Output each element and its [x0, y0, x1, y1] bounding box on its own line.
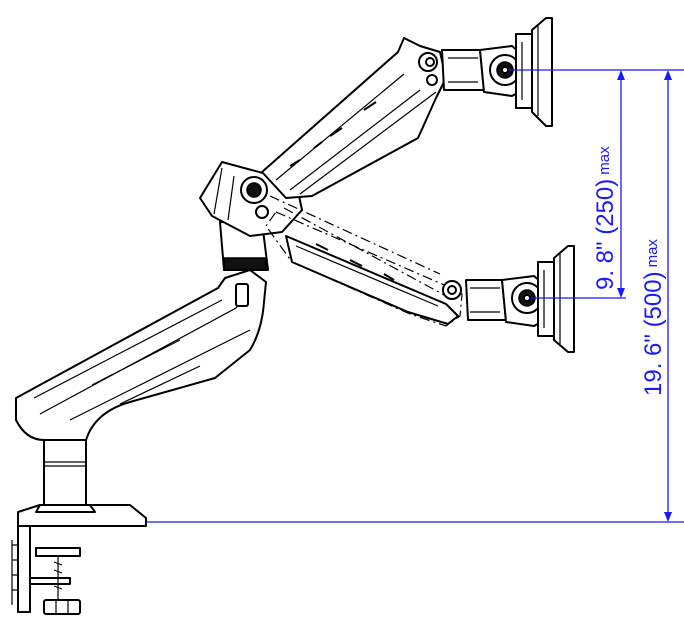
upper-arm-lowered	[265, 195, 463, 327]
lower-arm	[15, 269, 267, 441]
desk-clamp	[11, 504, 147, 615]
dimension-lines	[146, 69, 684, 523]
height-dimension-label: 19. 6" (500)max	[640, 239, 667, 396]
tilt-head-lower	[465, 245, 575, 353]
support-post	[35, 439, 96, 513]
offset-dimension-label: 9. 8" (250)max	[592, 146, 619, 290]
upper-arm-raised	[261, 37, 447, 199]
tilt-head-upper	[441, 17, 553, 127]
